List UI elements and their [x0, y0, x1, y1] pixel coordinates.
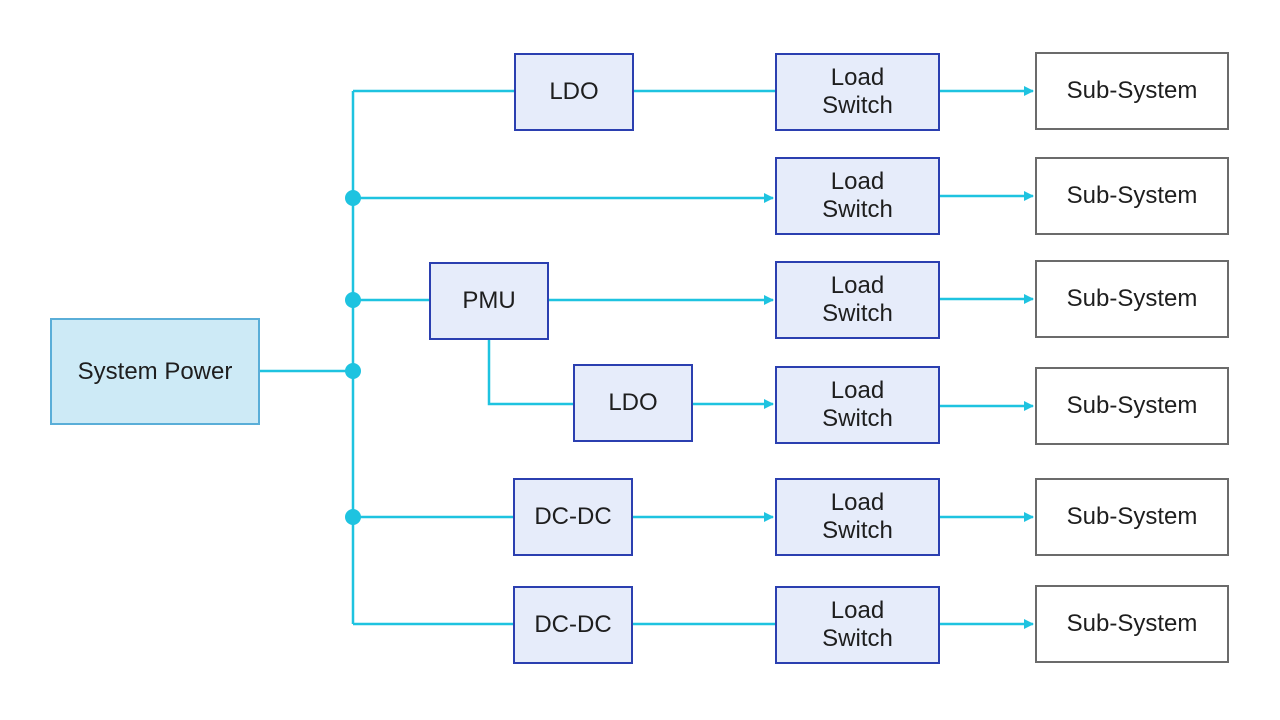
pmu-to-ldo2-line	[487, 340, 573, 406]
junction-dot	[345, 509, 361, 525]
subsystem-block: Sub-System	[1035, 157, 1229, 235]
subsystem-block: Sub-System	[1035, 52, 1229, 130]
ldo-block-1: LDO	[514, 53, 634, 131]
junction-dot	[345, 292, 361, 308]
subsystem-block: Sub-System	[1035, 585, 1229, 663]
ldo-block-2: LDO	[573, 364, 693, 442]
load-switch-label: Load Switch	[822, 64, 893, 119]
load-switch-label: Load Switch	[822, 489, 893, 544]
system-power-block: System Power	[50, 318, 260, 425]
subsystem-block: Sub-System	[1035, 478, 1229, 556]
system-power-label: System Power	[77, 357, 233, 385]
subsystem-label: Sub-System	[1066, 285, 1198, 312]
load-switch-label: Load Switch	[822, 272, 893, 327]
subsystem-label: Sub-System	[1066, 392, 1198, 419]
load-switch-block: Load Switch	[775, 157, 940, 235]
load-switch-block: Load Switch	[775, 366, 940, 444]
load-switch-block: Load Switch	[775, 478, 940, 556]
junction-dot	[345, 363, 361, 379]
junction-dot	[345, 190, 361, 206]
ldo-label: LDO	[549, 78, 599, 105]
ldo-label: LDO	[608, 389, 658, 416]
subsystem-label: Sub-System	[1066, 610, 1198, 637]
subsystem-block: Sub-System	[1035, 367, 1229, 445]
dcdc-block-2: DC-DC	[513, 586, 633, 664]
subsystem-label: Sub-System	[1066, 77, 1198, 104]
load-switch-label: Load Switch	[822, 377, 893, 432]
dcdc-block-1: DC-DC	[513, 478, 633, 556]
dcdc-label: DC-DC	[534, 503, 612, 530]
pmu-label: PMU	[462, 287, 516, 314]
load-switch-label: Load Switch	[822, 597, 893, 652]
dcdc-label: DC-DC	[534, 611, 612, 638]
load-switch-block: Load Switch	[775, 586, 940, 664]
subsystem-block: Sub-System	[1035, 260, 1229, 338]
load-switch-block: Load Switch	[775, 261, 940, 339]
pmu-block: PMU	[429, 262, 549, 340]
subsystem-label: Sub-System	[1066, 182, 1198, 209]
load-switch-block: Load Switch	[775, 53, 940, 131]
subsystem-label: Sub-System	[1066, 503, 1198, 530]
load-switch-label: Load Switch	[822, 168, 893, 223]
